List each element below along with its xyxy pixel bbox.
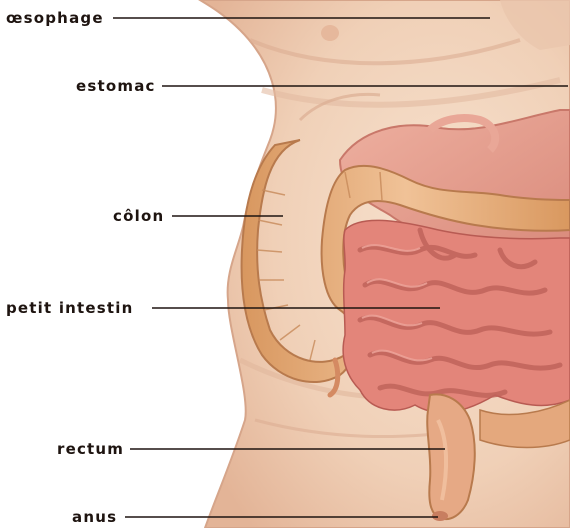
label-colon: côlon [113, 207, 164, 225]
label-anus: anus [72, 508, 117, 526]
rectum [427, 394, 475, 519]
label-petit-intestin: petit intestin [6, 299, 134, 317]
label-rectum: rectum [57, 440, 124, 458]
label-oesophage: œsophage [6, 9, 104, 27]
label-estomac: estomac [76, 77, 156, 95]
